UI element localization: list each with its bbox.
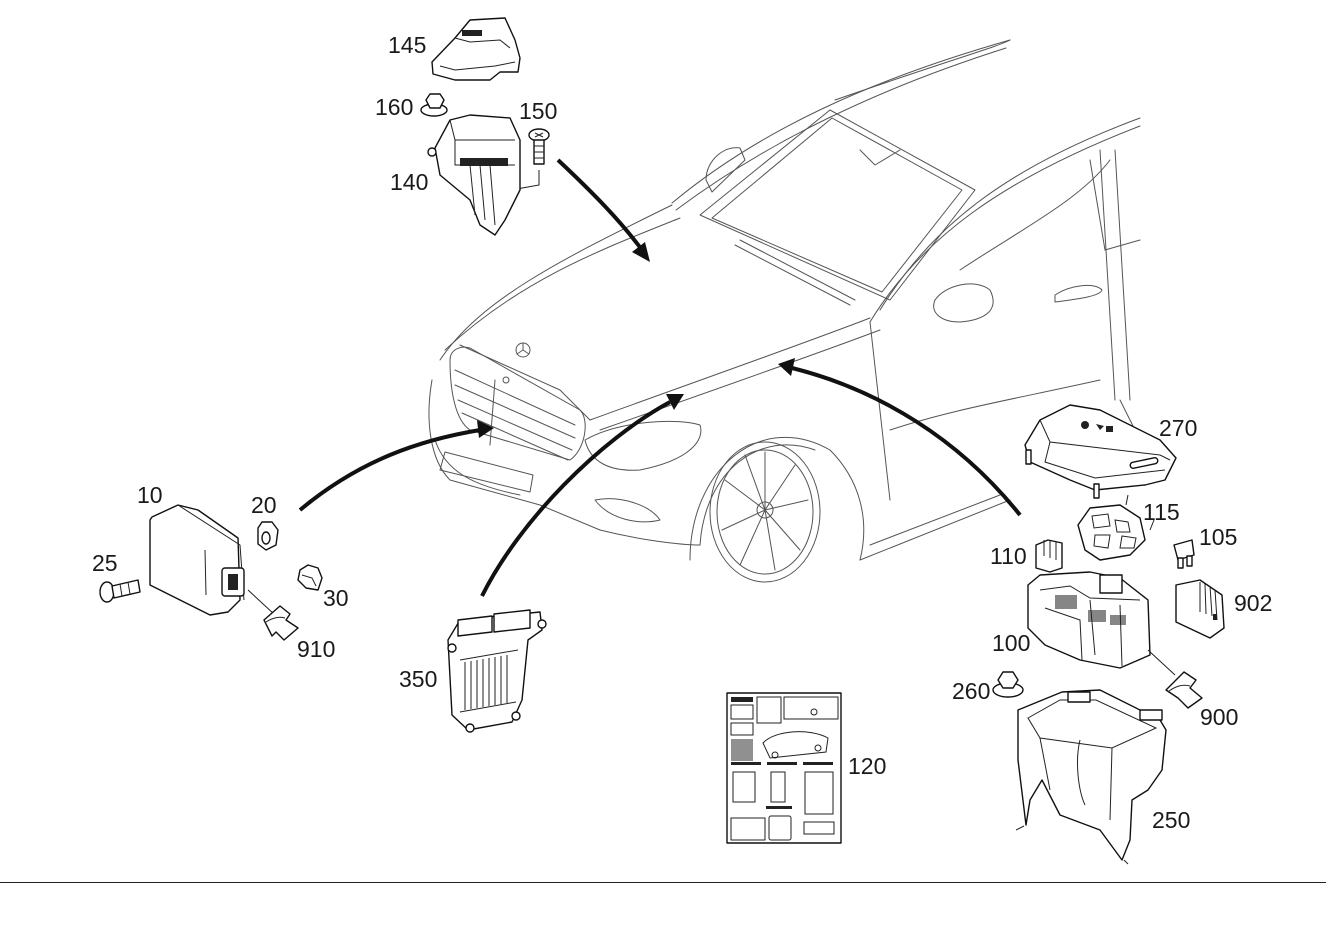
- callout-902[interactable]: 902: [1234, 590, 1273, 616]
- arrowhead: [666, 394, 684, 410]
- callout-140[interactable]: 140: [390, 169, 429, 195]
- part-105-fuse-icon[interactable]: [1173, 539, 1195, 569]
- callout-10[interactable]: 10: [137, 482, 163, 508]
- part-120-fuse-chart-icon[interactable]: [726, 692, 842, 844]
- part-350-ecu-icon[interactable]: [447, 609, 547, 733]
- part-260-nut-icon[interactable]: [992, 671, 1024, 698]
- callout-900[interactable]: 900: [1200, 704, 1239, 730]
- arrowhead: [477, 420, 494, 438]
- callout-350[interactable]: 350: [399, 666, 438, 692]
- callout-120[interactable]: 120: [848, 753, 887, 779]
- arrow-10-to-grille: [298, 428, 481, 512]
- part-250-housing-icon[interactable]: [1015, 689, 1167, 865]
- callout-20[interactable]: 20: [251, 492, 277, 518]
- callout-100[interactable]: 100: [992, 630, 1031, 656]
- part-100-fuse-box-icon[interactable]: [1027, 571, 1176, 676]
- callout-150[interactable]: 150: [519, 98, 558, 124]
- part-25-bolt-icon[interactable]: [99, 579, 141, 603]
- part-145-cover-icon[interactable]: [431, 17, 521, 81]
- callout-110[interactable]: 110: [990, 543, 1027, 569]
- callout-270[interactable]: 270: [1159, 415, 1198, 441]
- arrow-140-to-hood: [556, 158, 644, 252]
- part-270-cover-icon[interactable]: [1024, 404, 1177, 499]
- part-902-holder-icon[interactable]: [1175, 579, 1225, 639]
- arrow-350-to-fender: [480, 400, 671, 597]
- vehicle-outline: [428, 39, 1141, 583]
- part-140-module-icon[interactable]: [427, 114, 521, 236]
- bottom-divider: [0, 882, 1326, 883]
- part-900-tag-icon[interactable]: [1165, 671, 1203, 709]
- callout-25[interactable]: 25: [92, 550, 118, 576]
- callout-115[interactable]: 115: [1143, 499, 1180, 525]
- part-20-nut-icon[interactable]: [257, 521, 279, 551]
- callout-910[interactable]: 910: [297, 636, 336, 662]
- part-160-nut-icon[interactable]: [420, 93, 448, 117]
- part-150-screw-icon[interactable]: [499, 128, 550, 193]
- callout-105[interactable]: 105: [1199, 524, 1238, 550]
- callout-160[interactable]: 160: [375, 94, 414, 120]
- part-10-housing-icon[interactable]: [149, 504, 276, 616]
- arrowhead: [632, 242, 650, 262]
- arrow-100-to-fender: [791, 366, 1022, 517]
- callout-250[interactable]: 250: [1152, 807, 1191, 833]
- callout-30[interactable]: 30: [323, 585, 349, 611]
- callout-145[interactable]: 145: [388, 32, 427, 58]
- part-115-carrier-icon[interactable]: [1077, 494, 1155, 561]
- part-30-clip-icon[interactable]: [297, 564, 323, 591]
- arrowhead: [778, 358, 795, 376]
- callout-260[interactable]: 260: [952, 678, 991, 704]
- part-110-relay-icon[interactable]: [1035, 539, 1063, 573]
- part-910-tag-icon[interactable]: [263, 605, 299, 641]
- assembly-arrows: [298, 158, 1022, 597]
